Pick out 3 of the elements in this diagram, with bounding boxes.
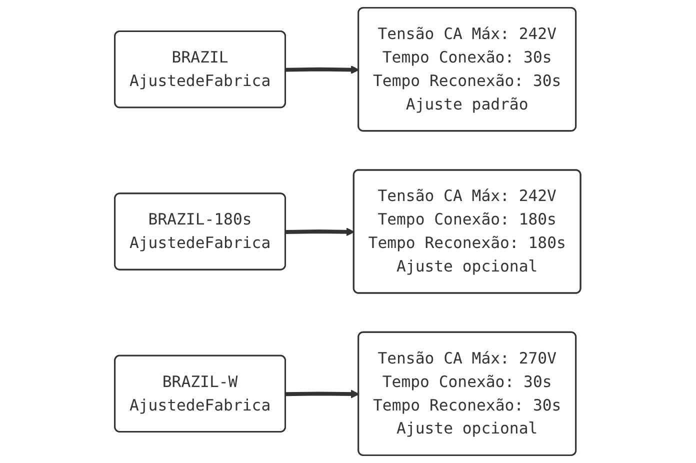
arrow bbox=[286, 390, 360, 398]
arrow bbox=[286, 65, 360, 74]
arrow bbox=[286, 228, 355, 236]
